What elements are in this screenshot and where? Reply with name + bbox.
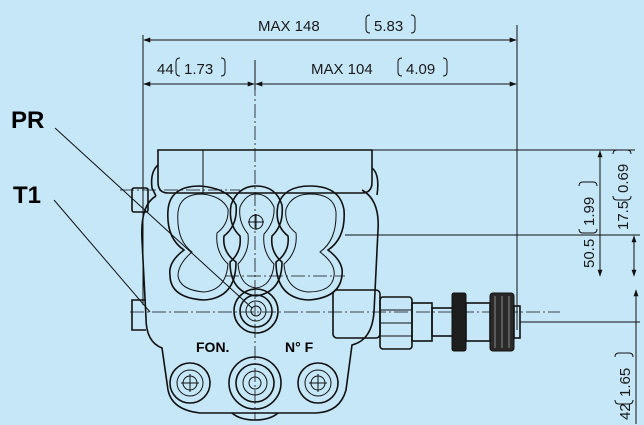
t1-label: T1	[13, 182, 41, 209]
outlet-fitting	[379, 292, 521, 352]
left-offset-value: 44	[157, 61, 174, 78]
left-port-outline	[167, 185, 238, 301]
right-port-outline	[275, 185, 345, 301]
bolt-left	[169, 362, 211, 404]
callout-pr: PR	[11, 107, 253, 309]
height-mid-value: 17.5	[615, 201, 632, 230]
bottom-bolts	[169, 356, 339, 421]
center-port-outline	[229, 185, 284, 297]
pump-body	[131, 149, 381, 414]
height-upper-inch: 1.99	[581, 197, 598, 226]
dimension-height-lower: 42 1.65	[614, 289, 639, 424]
overall-width-value: MAX 148	[258, 18, 320, 35]
dimension-height-mid: 17.5 0.69	[345, 149, 640, 277]
center-lines	[120, 82, 640, 420]
left-offset-inch: 1.73	[184, 61, 213, 78]
height-mid-inch: 0.69	[615, 164, 632, 193]
dimension-overall-width: MAX 148 5.83	[142, 14, 518, 330]
height-lower-inch: 1.65	[617, 368, 634, 397]
right-offset-value: MAX 104	[311, 61, 373, 78]
right-offset-inch: 4.09	[406, 61, 435, 78]
fon-label: FON.	[196, 339, 229, 355]
height-upper-value: 50.5	[581, 239, 598, 268]
callout-t1: T1	[13, 182, 151, 313]
pressure-regulator	[233, 288, 279, 334]
dimension-right-offset: MAX 104 4.09	[255, 57, 517, 87]
dimension-left-offset: 44 1.73	[143, 57, 256, 90]
overall-width-inch: 5.83	[374, 18, 403, 35]
bolt-right	[297, 362, 339, 404]
bolt-center	[228, 356, 282, 410]
dimension-height-upper: 50.5 1.99	[330, 149, 635, 277]
pump-ports	[167, 185, 345, 301]
pr-label: PR	[11, 107, 44, 134]
height-lower-value: 42	[617, 403, 634, 420]
black-nut-left	[451, 292, 467, 352]
nf-label: N° F	[285, 339, 314, 355]
